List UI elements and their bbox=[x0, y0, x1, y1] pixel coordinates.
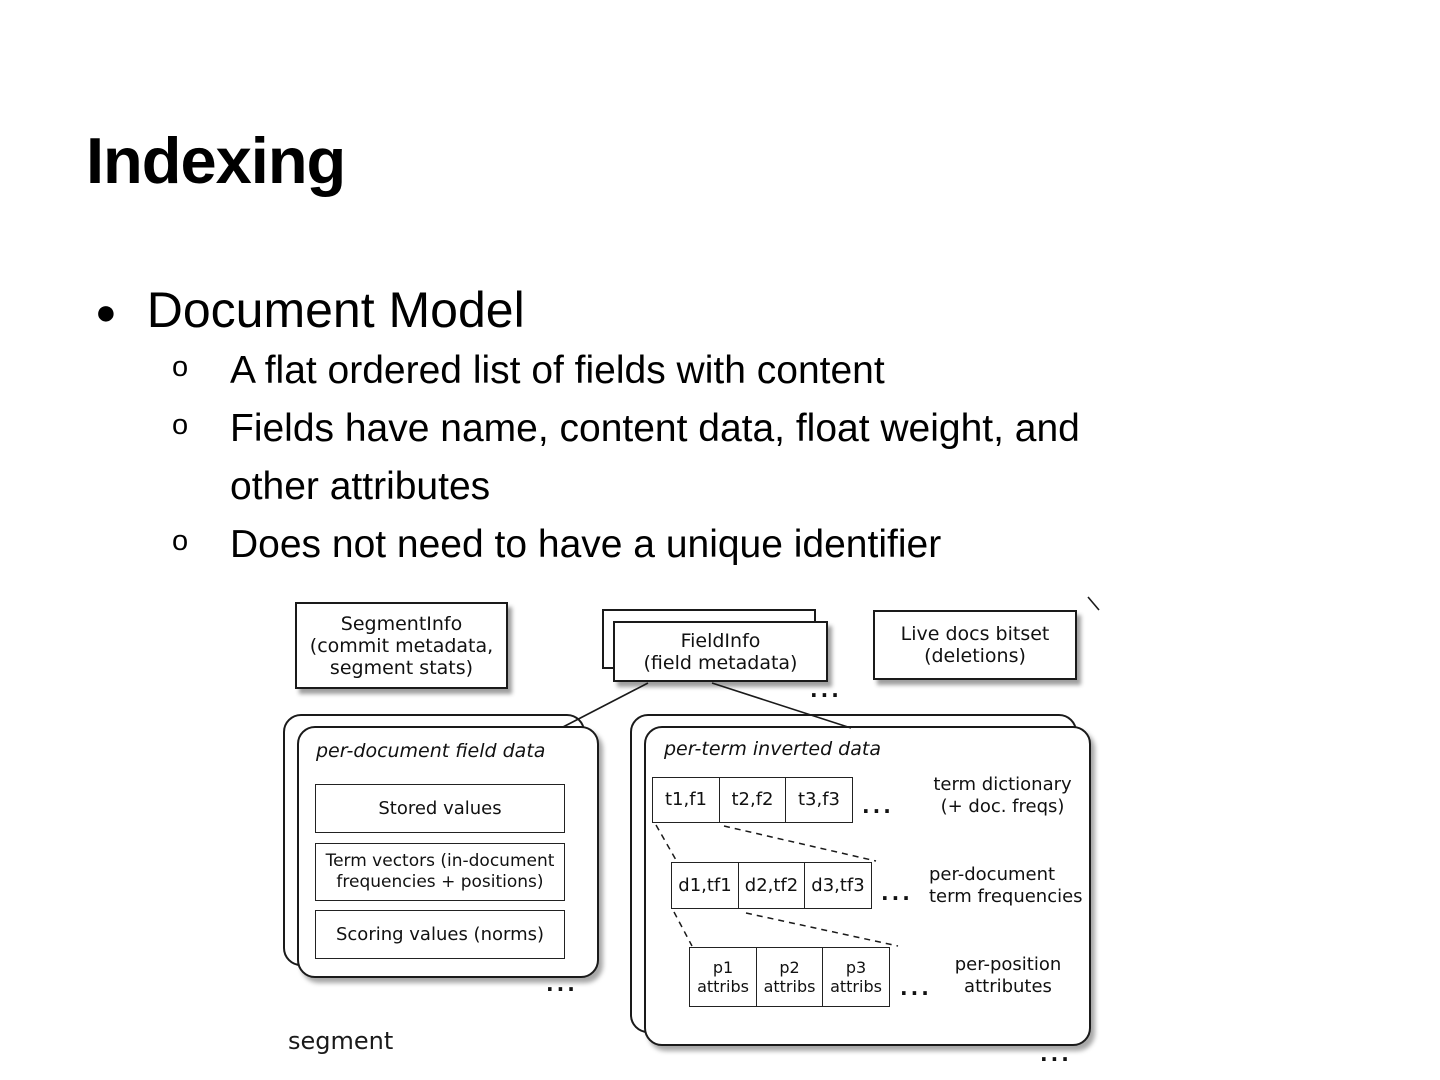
per-document-title: per-document field data bbox=[316, 740, 546, 762]
bullet-label: Document Model bbox=[146, 282, 525, 338]
doc-cell: d2,tf2 bbox=[737, 862, 806, 909]
doc-cell: d1,tf1 bbox=[671, 862, 739, 909]
term-row-ellipsis: ... bbox=[862, 794, 894, 818]
position-cell: p3 attribs bbox=[822, 947, 890, 1007]
stored-values-box: Stored values bbox=[315, 784, 565, 833]
position-row-ellipsis: ... bbox=[900, 976, 932, 1000]
position-attributes-row: p1 attribs p2 attribs p3 attribs bbox=[689, 947, 890, 1007]
per-document-ellipsis: ... bbox=[546, 972, 578, 996]
term-dictionary-label: term dictionary (+ doc. freqs) bbox=[933, 774, 1072, 817]
per-term-ellipsis: ... bbox=[1040, 1042, 1072, 1066]
sub-bullet-marker-icon: o bbox=[172, 351, 189, 383]
doc-cell: d3,tf3 bbox=[804, 862, 872, 909]
doc-frequencies-row: d1,tf1 d2,tf2 d3,tf3 bbox=[671, 862, 872, 909]
doc-row-ellipsis: ... bbox=[881, 881, 913, 905]
sub-bullet-unique-identifier: o Does not need to have a unique identif… bbox=[172, 516, 1352, 574]
term-vectors-box: Term vectors (in-document frequencies + … bbox=[315, 843, 565, 901]
segment-label: segment bbox=[288, 1027, 394, 1055]
field-info-ellipsis: ... bbox=[810, 678, 842, 702]
field-info-box: FieldInfo (field metadata) bbox=[613, 621, 828, 682]
bullet-marker-icon: ● bbox=[95, 291, 117, 332]
doc-frequencies-label: per-document term frequencies bbox=[929, 864, 1083, 907]
bullet-document-model: ● Document Model bbox=[95, 280, 525, 344]
sub-bullet-marker-icon: o bbox=[172, 409, 189, 441]
per-term-title: per-term inverted data bbox=[664, 738, 881, 760]
page-title: Indexing bbox=[86, 124, 346, 197]
sub-bullet-text: Fields have name, content data, float we… bbox=[230, 407, 1080, 508]
term-cell: t1,f1 bbox=[652, 777, 720, 823]
sub-bullet-text: Does not need to have a unique identifie… bbox=[230, 523, 942, 566]
position-cell: p2 attribs bbox=[755, 947, 824, 1007]
sub-bullet-marker-icon: o bbox=[172, 525, 189, 557]
sub-bullet-flat-list: o A flat ordered list of fields with con… bbox=[172, 342, 1352, 400]
segment-info-box: SegmentInfo (commit metadata, segment st… bbox=[295, 602, 508, 689]
term-dictionary-row: t1,f1 t2,f2 t3,f3 bbox=[652, 777, 853, 823]
scoring-values-box: Scoring values (norms) bbox=[315, 910, 565, 959]
term-cell: t2,f2 bbox=[718, 777, 787, 823]
live-docs-bitset-box: Live docs bitset (deletions) bbox=[873, 610, 1077, 680]
sub-bullet-text: A flat ordered list of fields with conte… bbox=[230, 349, 885, 392]
position-cell: p1 attribs bbox=[689, 947, 757, 1007]
sub-bullet-fields-attributes: o Fields have name, content data, float … bbox=[172, 400, 1352, 516]
term-cell: t3,f3 bbox=[785, 777, 853, 823]
position-attributes-label: per-position attributes bbox=[954, 954, 1062, 997]
